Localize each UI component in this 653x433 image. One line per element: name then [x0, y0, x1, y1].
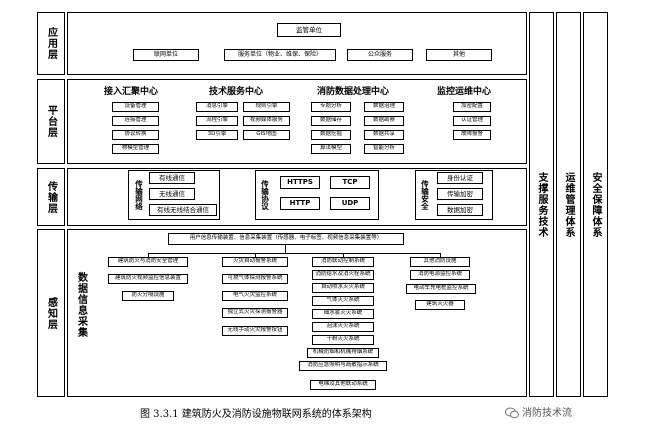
- transport-network-label-wrap: 传输网络: [132, 173, 146, 217]
- platform-data-item: 数据共享: [364, 130, 404, 140]
- perception-col2-item: 无线手动火灾报警按钮: [222, 326, 288, 336]
- perception-col2-item: 火灾自动报警系统: [222, 257, 288, 267]
- perception-col3-item: 消防联动控制系统: [312, 257, 374, 267]
- platform-tech-title: 技术服务中心: [209, 87, 264, 97]
- platform-tech-item: 3D引擎: [196, 130, 238, 140]
- perception-data-label: 数据信息采集: [75, 272, 87, 338]
- perception-col2-item: 可燃气体探测报警系统: [222, 274, 288, 284]
- app-unit-service: 服务单位（物业、维保、保险）: [224, 49, 336, 61]
- perception-col1-item: 防火分隔设施: [122, 291, 174, 301]
- connector-line: [285, 245, 286, 253]
- platform-monitor-title: 监控运维中心: [437, 87, 492, 97]
- protocol-https: HTTPS: [280, 176, 320, 189]
- platform-data-item: 智能分析: [364, 144, 404, 154]
- platform-monitor-item: 故障报警: [453, 130, 491, 140]
- perception-col3-item: 机械防烟和机械排烟系统: [307, 348, 379, 358]
- platform-data-item: 算法模型: [311, 144, 351, 154]
- platform-data-item: 数据储存: [311, 116, 351, 126]
- perception-col3-item: 消防应急照明与疏散指示系统: [299, 361, 387, 371]
- perception-col3-item: 气体灭火系统: [312, 296, 374, 306]
- perception-label-wrap: 数据信息采集: [72, 245, 90, 365]
- watermark-text: 消防技术流: [522, 408, 572, 419]
- transport-security-label-wrap: 传输安全: [418, 173, 432, 217]
- connector-line: [148, 253, 440, 254]
- perception-col3-item: 细水雾灭火系统: [312, 309, 374, 319]
- side-column-security: 安全保障体系: [583, 12, 608, 397]
- protocol-tcp: TCP: [330, 176, 370, 189]
- perception-col4-item: 建筑灭火器: [415, 300, 465, 310]
- app-unit-public: 公众服务: [347, 49, 413, 61]
- support-services-text: 支撑服务技术: [536, 171, 547, 238]
- platform-tech-item: 视频媒体服务: [243, 116, 290, 126]
- perception-panel: [67, 229, 527, 397]
- perception-col2-item: 电气火灾监控系统: [222, 291, 288, 301]
- perception-col4-item: 电动车充电桩监控系统: [406, 284, 476, 294]
- transport-network-label: 传输网络: [134, 180, 144, 210]
- platform-data-item: 数据治理: [364, 102, 404, 112]
- network-wireless: 无线通信: [149, 188, 195, 200]
- perception-top-bar: 用户信息传输装置、信息采集装置（传感器、电子标签、视频信息采集装置等）: [168, 233, 404, 245]
- connector-line: [148, 253, 149, 257]
- operations-management-text: 运维管理体系: [563, 171, 574, 238]
- side-column-support: 支撑服务技术: [529, 12, 554, 397]
- protocol-udp: UDP: [330, 197, 370, 210]
- perception-col3-item: 泡沫灭火系统: [312, 322, 374, 332]
- layer-label-transport: 传输层: [37, 168, 65, 226]
- platform-access-item: 连接管理: [112, 116, 159, 126]
- security-data-encryption: 数据加密: [437, 204, 483, 216]
- connector-line: [440, 253, 441, 257]
- perception-col1-item: 建筑防火与消防安全管理: [108, 257, 188, 267]
- connector-line: [255, 253, 256, 257]
- platform-access-item: 物模型管理: [112, 144, 159, 154]
- perception-col3-item: 干粉灭火系统: [312, 335, 374, 345]
- platform-data-item: 数据挖掘: [311, 130, 351, 140]
- platform-layer-text: 平台层: [45, 105, 57, 138]
- transport-protocol-label: 传输协议: [260, 180, 270, 210]
- platform-access-item: 协议转换: [112, 130, 159, 140]
- platform-data-item: 专题分析: [311, 102, 351, 112]
- app-unit-other: 其他: [426, 49, 492, 61]
- layer-label-perception: 感知层: [37, 229, 65, 397]
- platform-monitor-item: 认证管理: [453, 116, 491, 126]
- regulator-box: 监管单位: [277, 23, 341, 37]
- perception-layer-text: 感知层: [45, 296, 57, 330]
- side-column-operations: 运维管理体系: [556, 12, 581, 397]
- protocol-http: HTTP: [280, 197, 320, 210]
- perception-col3-item: 消防给水及消火栓系统: [312, 270, 374, 280]
- platform-tech-item: GIS地图: [243, 130, 290, 140]
- security-identity: 身份认证: [437, 172, 483, 184]
- platform-tech-item: 规则引擎: [243, 102, 290, 112]
- transport-layer-text: 传输层: [45, 180, 57, 214]
- transport-protocol-label-wrap: 传输协议: [258, 173, 272, 217]
- connector-line: [343, 253, 344, 257]
- security-assurance-text: 安全保障体系: [590, 171, 601, 238]
- perception-col3-item: 电梯及其他联动系统: [310, 380, 376, 390]
- platform-access-item: 设备管理: [112, 102, 159, 112]
- platform-tech-item: 流程引擎: [196, 116, 238, 126]
- platform-data-item: 数据勘察: [364, 116, 404, 126]
- platform-data-title: 消防数据处理中心: [317, 87, 390, 97]
- layer-label-platform: 平台层: [37, 79, 65, 164]
- layer-label-application: 应用层: [37, 12, 65, 75]
- security-transfer-encryption: 传输加密: [437, 188, 483, 200]
- network-combined: 有线无线结合通信: [149, 204, 217, 216]
- platform-access-title: 接入汇聚中心: [104, 87, 159, 97]
- transport-security-label: 传输安全: [420, 180, 430, 210]
- app-unit-networked: 联网单位: [133, 49, 199, 61]
- perception-col3-item: 自动喷水灭火系统: [312, 283, 374, 293]
- perception-col2-item: 独立式火灾探测报警器: [222, 308, 288, 318]
- application-layer-text: 应用层: [45, 27, 57, 60]
- perception-col4-item: 其他消防设施: [410, 257, 470, 267]
- figure-caption: 图 3.3.1 建筑防火及消防设施物联网系统的体系架构: [140, 409, 372, 420]
- perception-col1-item: 建筑防火视频监控信息装置: [108, 274, 188, 284]
- platform-monitor-item: 加密配置: [453, 102, 491, 112]
- perception-col4-item: 消防电源监控系统: [410, 270, 470, 280]
- network-wired: 有线通信: [149, 172, 195, 184]
- wechat-icon: [505, 404, 519, 419]
- platform-tech-item: 消息引擎: [196, 102, 238, 112]
- application-panel: [67, 12, 527, 75]
